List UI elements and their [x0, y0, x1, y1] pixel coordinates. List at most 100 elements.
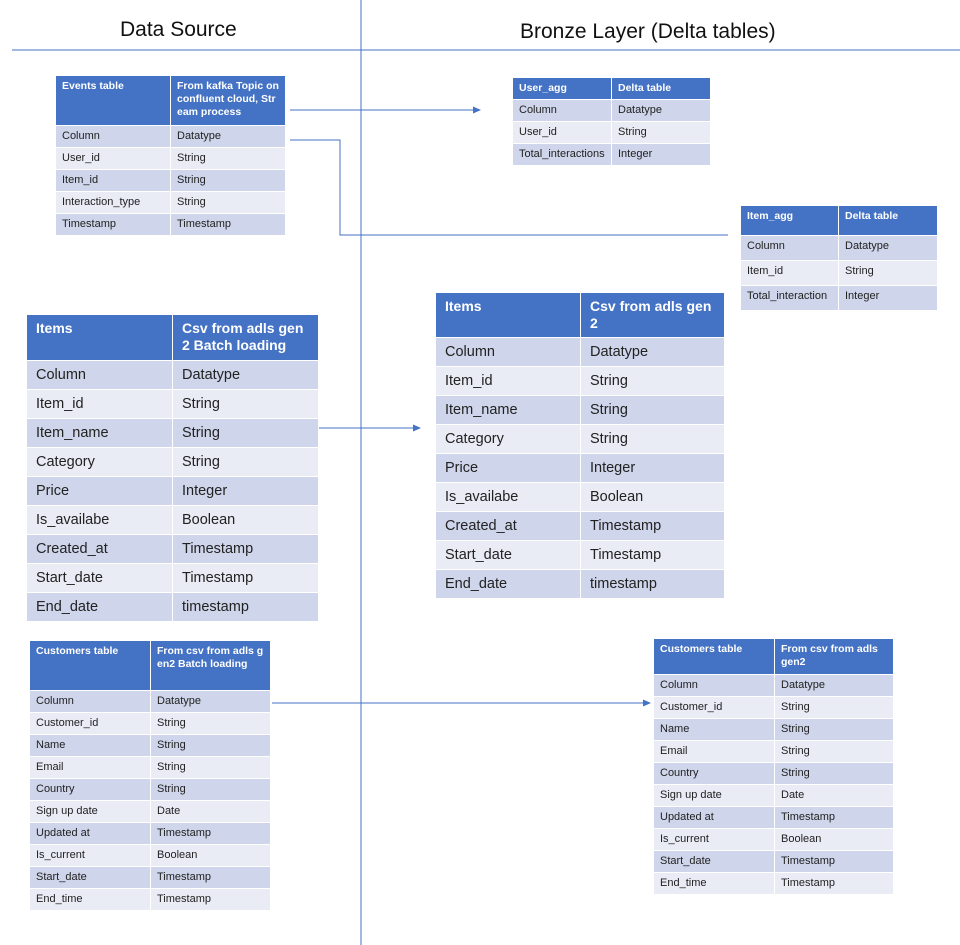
- datatype-cell: String: [774, 762, 894, 785]
- datatype-cell: String: [580, 424, 725, 454]
- datatype-cell: String: [172, 447, 319, 477]
- datatype-cell: String: [580, 366, 725, 396]
- column-name-cell: Email: [653, 740, 775, 763]
- column-name-cell: Start_date: [653, 850, 775, 873]
- column-name-cell: Name: [29, 734, 151, 757]
- datatype-cell: Datatype: [170, 125, 286, 148]
- datatype-cell: Date: [150, 800, 271, 823]
- column-name-cell: Column: [740, 235, 839, 261]
- table-name-cell: Customers table: [653, 638, 775, 675]
- column-name-cell: End_time: [29, 888, 151, 911]
- column-name-cell: Item_id: [55, 169, 171, 192]
- table-name-cell: Customers table: [29, 640, 151, 691]
- datatype-cell: Timestamp: [150, 866, 271, 889]
- column-name-cell: Interaction_type: [55, 191, 171, 214]
- column-name-cell: Item_name: [26, 418, 173, 448]
- table-name-cell: Items: [435, 292, 581, 338]
- column-name-cell: Column: [29, 690, 151, 713]
- datatype-cell: Timestamp: [150, 888, 271, 911]
- datatype-cell: Timestamp: [774, 850, 894, 873]
- table-source-cell: Csv from adls gen2 Batch loading: [172, 314, 319, 361]
- datatype-cell: Boolean: [580, 482, 725, 512]
- datatype-cell: String: [150, 756, 271, 779]
- column-name-cell: Column: [512, 99, 612, 122]
- datatype-cell: String: [838, 260, 938, 286]
- column-name-cell: Email: [29, 756, 151, 779]
- datatype-cell: Timestamp: [170, 213, 286, 236]
- datatype-cell: Timestamp: [774, 806, 894, 829]
- datatype-cell: Datatype: [611, 99, 711, 122]
- datatype-cell: String: [170, 169, 286, 192]
- column-name-cell: User_id: [55, 147, 171, 170]
- datatype-cell: Timestamp: [172, 563, 319, 593]
- column-name-cell: End_date: [435, 569, 581, 599]
- column-name-cell: Price: [26, 476, 173, 506]
- column-name-cell: Name: [653, 718, 775, 741]
- datatype-cell: String: [172, 389, 319, 419]
- datatype-cell: Boolean: [774, 828, 894, 851]
- column-name-cell: Country: [653, 762, 775, 785]
- column-name-cell: Country: [29, 778, 151, 801]
- column-name-cell: End_time: [653, 872, 775, 895]
- column-name-cell: Is_availabe: [26, 505, 173, 535]
- datatype-cell: Integer: [611, 143, 711, 166]
- datatype-cell: Timestamp: [580, 511, 725, 541]
- column-name-cell: Created_at: [435, 511, 581, 541]
- table-name-cell: Items: [26, 314, 173, 361]
- datatype-cell: String: [150, 778, 271, 801]
- datatype-cell: Boolean: [150, 844, 271, 867]
- column-name-cell: Item_name: [435, 395, 581, 425]
- table-source-cell: From kafka Topic on confluent cloud, Str…: [170, 75, 286, 126]
- table-source-cell: Delta table: [838, 205, 938, 236]
- datatype-cell: Timestamp: [150, 822, 271, 845]
- column-name-cell: Column: [435, 337, 581, 367]
- column-name-cell: Total_interactions: [512, 143, 612, 166]
- datatype-cell: Timestamp: [580, 540, 725, 570]
- column-name-cell: Sign up date: [653, 784, 775, 807]
- column-name-cell: Start_date: [435, 540, 581, 570]
- column-name-cell: Updated at: [653, 806, 775, 829]
- data-source-heading: Data Source: [120, 18, 237, 41]
- column-name-cell: Item_id: [740, 260, 839, 286]
- datatype-cell: String: [150, 734, 271, 757]
- table-source-cell: Csv from adls gen2: [580, 292, 725, 338]
- table-name-cell: Events table: [55, 75, 171, 126]
- datatype-cell: Datatype: [838, 235, 938, 261]
- datatype-cell: Date: [774, 784, 894, 807]
